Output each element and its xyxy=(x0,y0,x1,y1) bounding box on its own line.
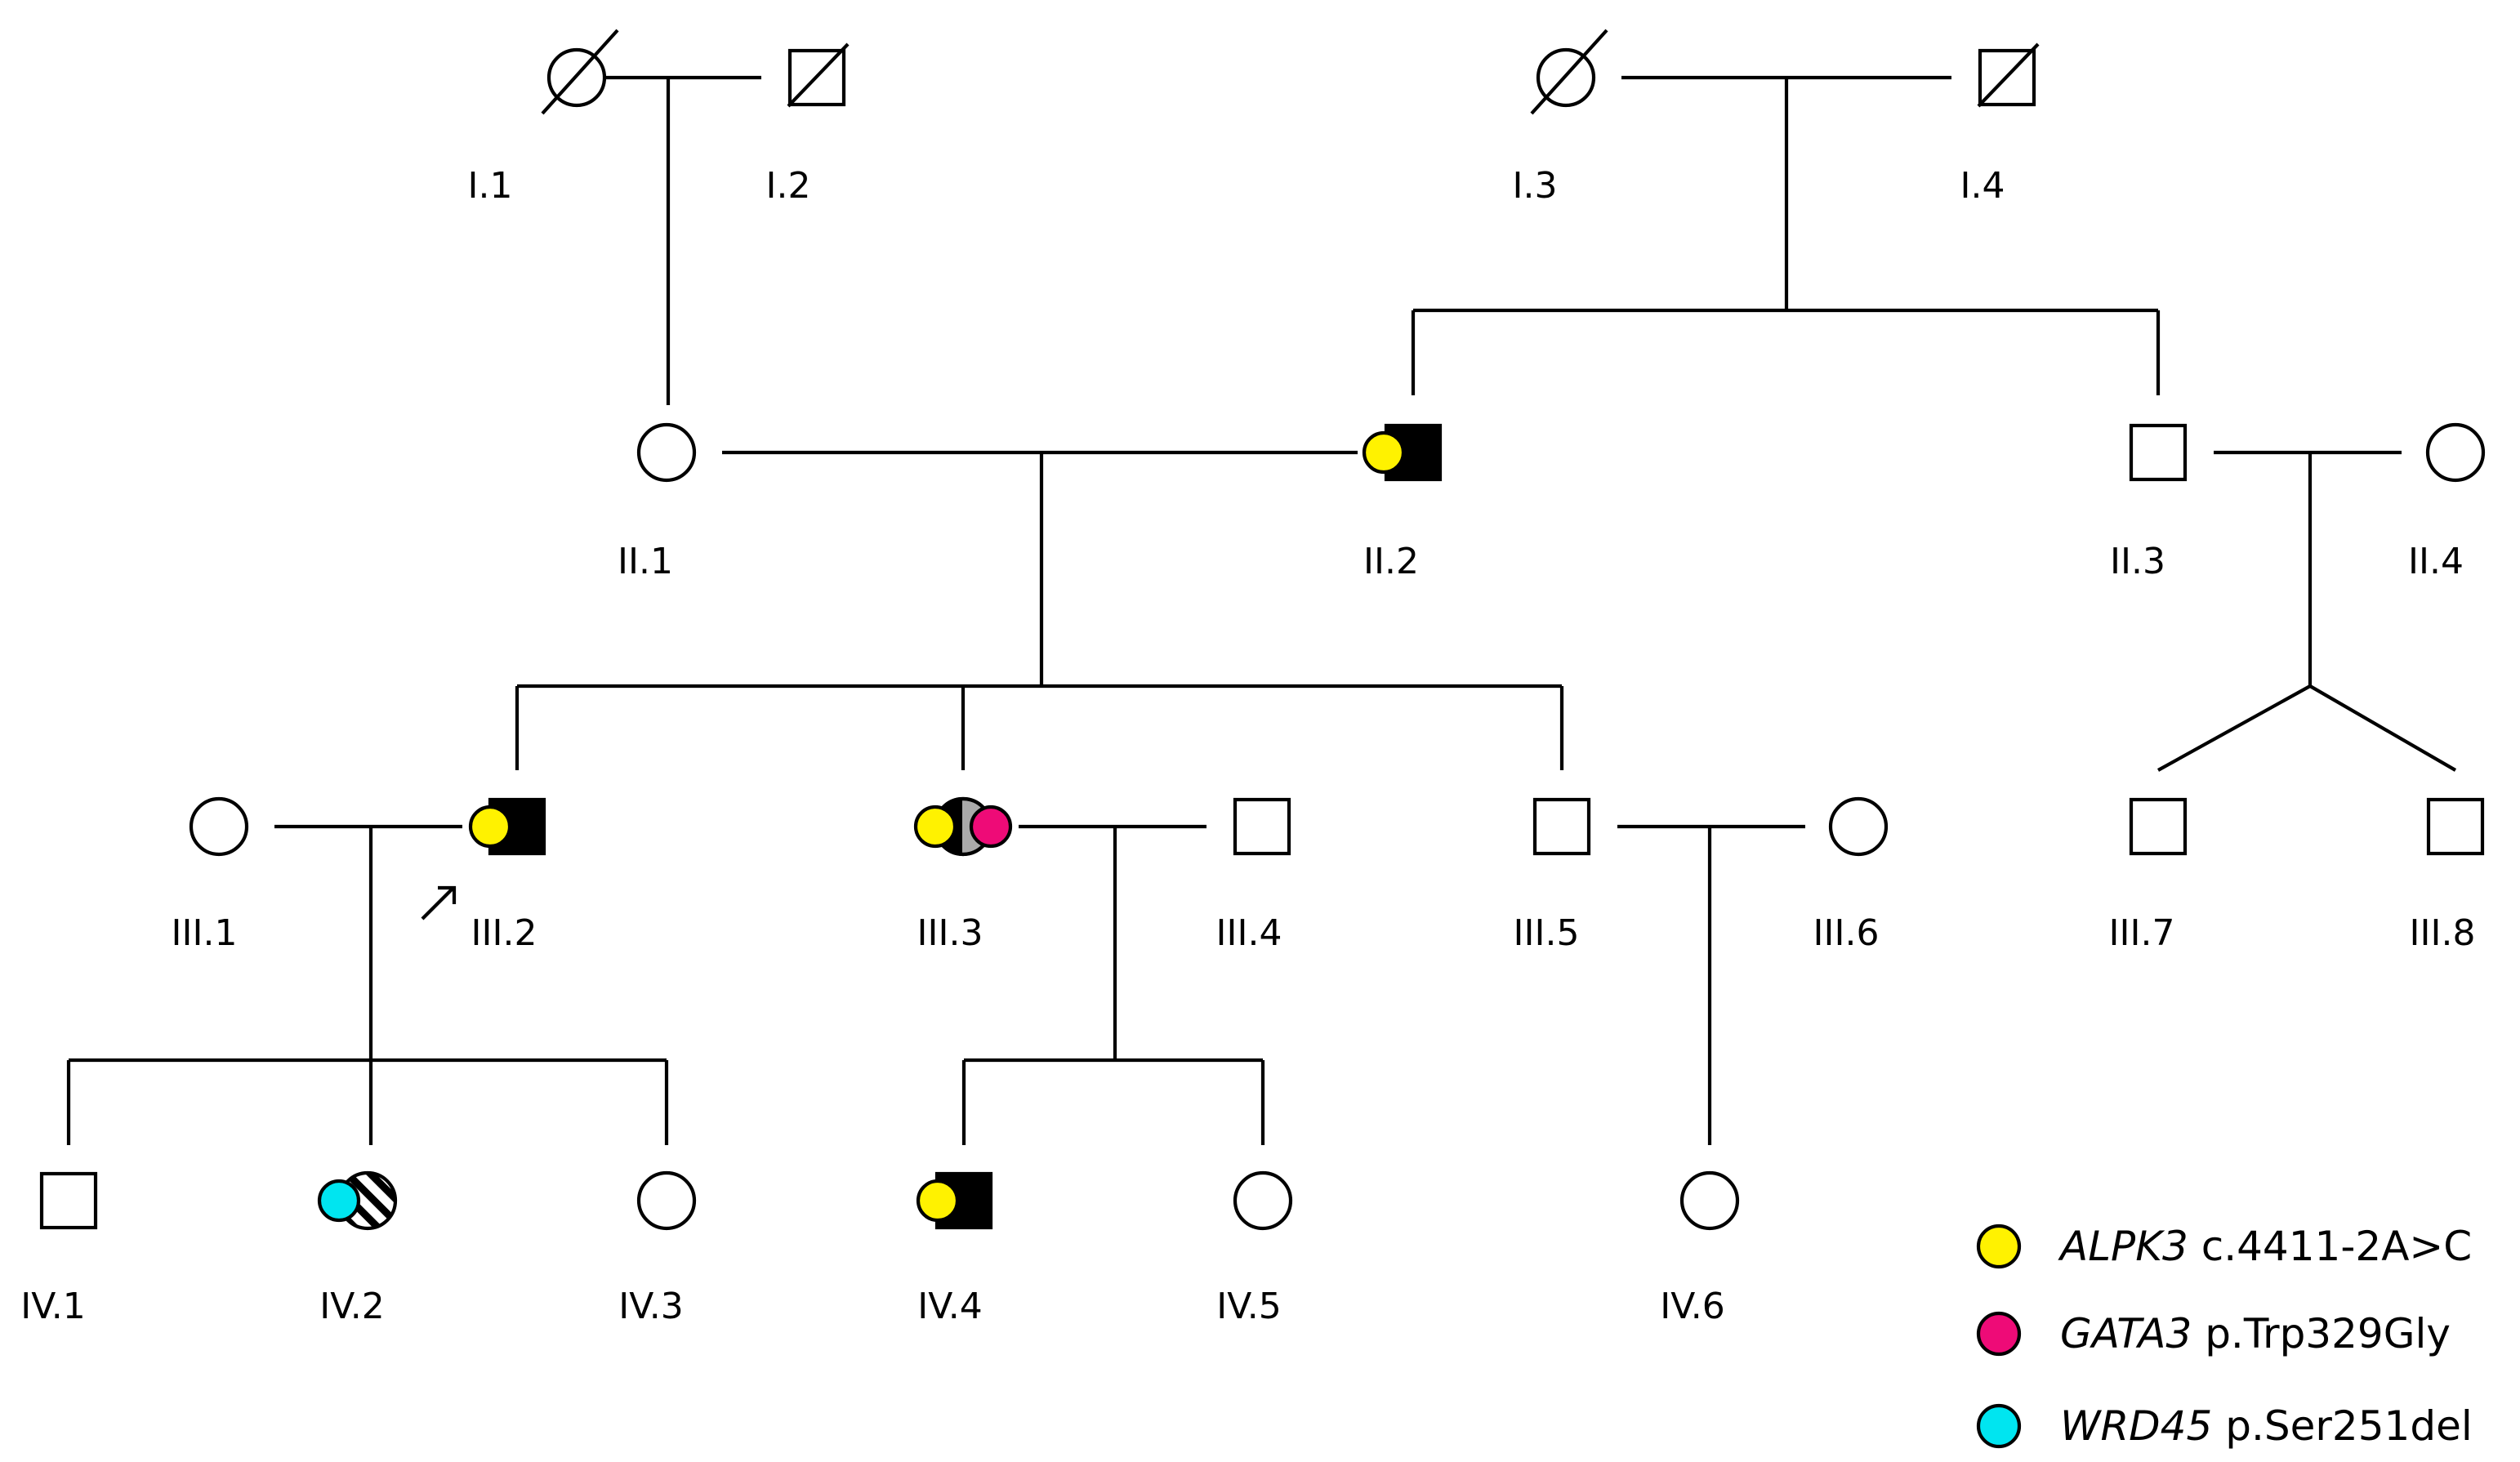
legend: ALPK3 c.4411-2A>C GATA3 p.Trp329Gly WRD4… xyxy=(1976,1223,2473,1450)
legend-gene-wrd45: WRD45 xyxy=(2060,1402,2212,1450)
label-IV.5: IV.5 xyxy=(1216,1286,1281,1327)
label-III.6: III.6 xyxy=(1813,912,1880,954)
female-symbol-IV.6 xyxy=(1679,1170,1740,1231)
label-III.4: III.4 xyxy=(1216,912,1282,954)
variant-dot-alpk3-II.2 xyxy=(1362,430,1406,475)
male-symbol-III.4 xyxy=(1233,797,1291,856)
label-III.7: III.7 xyxy=(2109,912,2175,954)
individual-III.1 xyxy=(189,796,249,857)
individual-II.4 xyxy=(2425,422,2486,483)
male-symbol-III.7 xyxy=(2129,797,2188,856)
individual-III.2 xyxy=(468,797,546,856)
deceased-mark-I.4 xyxy=(1977,42,2040,108)
label-I.4: I.4 xyxy=(1960,165,2005,207)
male-symbol-III.5 xyxy=(1532,797,1591,856)
legend-dot-alpk3 xyxy=(1976,1224,2022,1269)
individual-IV.4 xyxy=(916,1171,993,1230)
variant-dot-alpk3-IV.4 xyxy=(916,1179,960,1223)
individual-IV.3 xyxy=(636,1170,697,1231)
label-I.1: I.1 xyxy=(468,165,513,207)
legend-entry-wrd45: WRD45 p.Ser251del xyxy=(2060,1402,2473,1450)
label-II.4: II.4 xyxy=(2408,541,2464,582)
individual-III.4 xyxy=(1233,797,1291,856)
label-II.1: II.1 xyxy=(618,541,673,582)
female-symbol-II.4 xyxy=(2425,422,2486,483)
individual-IV.6 xyxy=(1679,1170,1740,1231)
legend-entry-alpk3: ALPK3 c.4411-2A>C xyxy=(2058,1223,2472,1270)
individual-labels: I.1 I.2 I.3 I.4 II.1 II.2 II.3 II.4 III.… xyxy=(20,165,2475,1327)
label-III.5: III.5 xyxy=(1514,912,1580,954)
individual-I.2 xyxy=(787,42,850,108)
individual-II.1 xyxy=(636,422,697,483)
legend-dot-wrd45 xyxy=(1976,1403,2022,1449)
male-symbol-IV.1 xyxy=(39,1171,98,1230)
legend-gene-alpk3: ALPK3 xyxy=(2058,1223,2188,1270)
label-IV.4: IV.4 xyxy=(917,1286,982,1327)
variant-dot-gata3-III.3 xyxy=(969,805,1013,849)
legend-entry-gata3: GATA3 p.Trp329Gly xyxy=(2060,1310,2451,1357)
deceased-mark-I.1 xyxy=(541,29,619,115)
label-III.3: III.3 xyxy=(917,912,983,954)
label-I.2: I.2 xyxy=(766,165,811,207)
individual-I.1 xyxy=(541,29,619,115)
individual-IV.2 xyxy=(317,1170,398,1231)
legend-variant-wrd45: p.Ser251del xyxy=(2225,1402,2473,1450)
individual-III.5 xyxy=(1532,797,1591,856)
label-II.2: II.2 xyxy=(1363,541,1419,582)
legend-dot-gata3 xyxy=(1976,1311,2022,1357)
female-symbol-IV.5 xyxy=(1233,1170,1293,1231)
pedigree-symbols xyxy=(39,29,2486,1231)
legend-variant-alpk3: c.4411-2A>C xyxy=(2201,1223,2473,1270)
individual-III.3 xyxy=(913,796,1013,857)
label-IV.1: IV.1 xyxy=(20,1286,85,1327)
individual-IV.5 xyxy=(1233,1170,1293,1231)
proband-arrow xyxy=(421,885,457,920)
male-symbol-III.8 xyxy=(2426,797,2485,856)
legend-variant-gata3: p.Trp329Gly xyxy=(2205,1310,2451,1357)
male-symbol-II.3 xyxy=(2129,423,2188,482)
individual-II.2 xyxy=(1362,423,1443,482)
variant-dot-alpk3-III.3 xyxy=(913,805,957,849)
label-III.1: III.1 xyxy=(172,912,238,954)
individual-III.6 xyxy=(1828,796,1889,857)
variant-dot-wrd45-IV.2 xyxy=(317,1179,361,1223)
relationship-lines xyxy=(66,75,2457,1145)
label-IV.3: IV.3 xyxy=(618,1286,683,1327)
individual-I.4 xyxy=(1977,42,2040,108)
female-symbol-IV.3 xyxy=(636,1170,697,1231)
individual-III.8 xyxy=(2426,797,2485,856)
label-II.3: II.3 xyxy=(2110,541,2165,582)
female-symbol-III.6 xyxy=(1828,796,1889,857)
individual-III.7 xyxy=(2129,797,2188,856)
deceased-mark-I.2 xyxy=(787,42,850,108)
variant-dot-alpk3-III.2 xyxy=(468,805,512,849)
label-IV.2: IV.2 xyxy=(319,1286,384,1327)
deceased-mark-I.3 xyxy=(1530,29,1608,115)
individual-I.3 xyxy=(1530,29,1608,115)
legend-gene-gata3: GATA3 xyxy=(2060,1310,2192,1357)
label-III.8: III.8 xyxy=(2410,912,2476,954)
female-symbol-III.1 xyxy=(189,796,249,857)
individual-II.3 xyxy=(2129,423,2188,482)
individual-IV.1 xyxy=(39,1171,98,1230)
label-III.2: III.2 xyxy=(471,912,537,954)
label-I.3: I.3 xyxy=(1513,165,1558,207)
label-IV.6: IV.6 xyxy=(1660,1286,1724,1327)
female-symbol-II.1 xyxy=(636,422,697,483)
